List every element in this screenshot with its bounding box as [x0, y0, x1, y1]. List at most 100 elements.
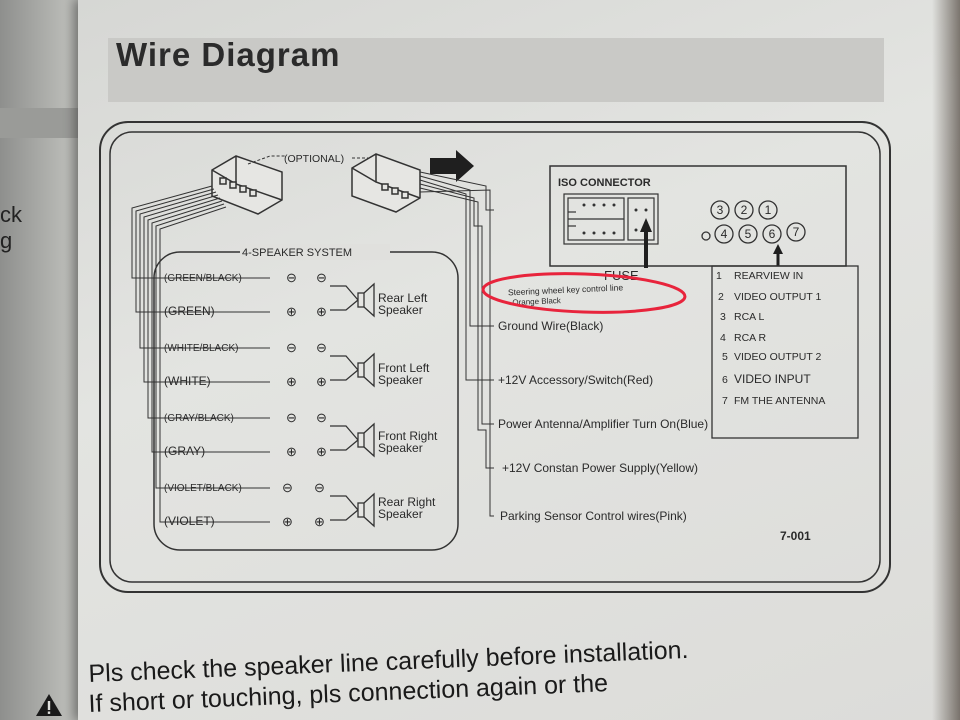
positive-terminal-icon: ⊕ — [316, 444, 327, 459]
positive-terminal-icon: ⊕ — [286, 304, 297, 319]
page-shadow — [932, 0, 960, 720]
wire-label-ground: Ground Wire(Black) — [498, 319, 603, 333]
negative-terminal-icon: ⊖ — [282, 480, 293, 495]
wire-label-gray-black: (GRAY/BLACK) — [164, 413, 234, 424]
direction-arrow-icon — [430, 150, 474, 182]
wire-label-power-antenna: Power Antenna/Amplifier Turn On(Blue) — [498, 417, 708, 431]
speaker-names: Rear Left Speaker Front Left Speaker Fro… — [378, 291, 438, 521]
pin-legend-label: FM THE ANTENNA — [734, 395, 825, 407]
pin-legend-num: 5 — [722, 351, 728, 363]
rca-number: 4 — [721, 227, 728, 241]
pin-legend-label: REARVIEW IN — [734, 270, 803, 282]
speaker-symbols — [330, 282, 375, 528]
negative-terminal-icon: ⊖ — [286, 340, 297, 355]
positive-terminal-icon: ⊕ — [282, 514, 293, 529]
title-bar — [108, 38, 884, 102]
rca-jack-numbers: 3 2 1 4 5 6 7 — [717, 203, 800, 241]
left-page-fragment: ck — [0, 202, 22, 227]
rca-jack-2 — [734, 200, 754, 220]
wire-label-white: (WHITE) — [164, 374, 211, 388]
highlight-circle — [481, 272, 687, 314]
negative-terminal-icon: ⊖ — [314, 480, 325, 495]
iso-connector-label: ISO CONNECTOR — [558, 177, 651, 189]
pin-legend-num: 7 — [722, 395, 728, 407]
negative-terminal-icon: ⊖ — [286, 270, 297, 285]
speaker-name-line1: Front Right — [378, 429, 438, 443]
rca-small-jack — [701, 231, 711, 241]
iso-plug — [563, 193, 659, 245]
left-page-fragment: g — [0, 228, 13, 253]
wire-label-violet: (VIOLET) — [164, 514, 215, 528]
speaker-name-line2: Speaker — [378, 303, 423, 317]
speaker-name-line1: Rear Left — [378, 291, 428, 305]
pin-legend: 1 REARVIEW IN 2 VIDEO OUTPUT 1 3 RCA L 4… — [716, 270, 825, 407]
wire-label-accessory: +12V Accessory/Switch(Red) — [498, 373, 653, 387]
optional-label: (OPTIONAL) — [284, 153, 344, 165]
rca-jack-5 — [738, 224, 758, 244]
speaker-name-line2: Speaker — [378, 507, 423, 521]
rca-number: 7 — [793, 225, 800, 239]
wire-label-constant-power: +12V Constan Power Supply(Yellow) — [502, 461, 698, 475]
speaker-name-line1: Front Left — [378, 361, 430, 375]
pin-legend-num: 4 — [720, 332, 726, 344]
left-wire-labels: (GREEN/BLACK) (GREEN) (WHITE/BLACK) (WHI… — [164, 273, 242, 528]
model-code: 7-001 — [780, 529, 811, 543]
rca-number: 5 — [745, 227, 752, 241]
head-unit-plug-right — [351, 153, 421, 213]
pin-legend-label: VIDEO OUTPUT 1 — [734, 291, 821, 303]
speaker-name-line2: Speaker — [378, 373, 423, 387]
pin-legend-num: 6 — [722, 374, 728, 386]
rca-number: 3 — [717, 203, 724, 217]
rca-jack-6 — [762, 224, 782, 244]
page-title: Wire Diagram — [116, 36, 341, 73]
rca-jack-1 — [758, 200, 778, 220]
steering-note-line2: Orange Black — [512, 296, 562, 307]
right-wire-labels: Ground Wire(Black) +12V Accessory/Switch… — [498, 319, 708, 523]
rca-jack-4 — [714, 224, 734, 244]
speaker-system-label-bg — [240, 244, 390, 260]
positive-terminal-icon: ⊕ — [314, 514, 325, 529]
rca-jacks — [701, 200, 806, 244]
pin-legend-label: VIDEO INPUT — [734, 372, 811, 386]
negative-terminal-icon: ⊖ — [286, 410, 297, 425]
speaker-icon — [330, 352, 375, 388]
wire-label-green: (GREEN) — [164, 304, 215, 318]
positive-terminal-icon: ⊕ — [316, 304, 327, 319]
wire-label-violet-black: (VIOLET/BLACK) — [164, 483, 242, 494]
warning-icon — [36, 694, 62, 716]
iso-connector-box — [549, 165, 847, 267]
pin-legend-label: RCA L — [734, 311, 765, 323]
rca-number: 2 — [741, 203, 748, 217]
pin-legend-num: 3 — [720, 311, 726, 323]
left-wire-bundle — [131, 185, 270, 523]
left-page: ck g — [0, 0, 92, 720]
speaker-name-line1: Rear Right — [378, 495, 436, 509]
steering-note: Steering wheel key control line Orange B… — [508, 282, 624, 307]
wire-label-white-black: (WHITE/BLACK) — [164, 343, 238, 354]
right-wire-bundle — [419, 171, 494, 517]
negative-terminal-icon: ⊖ — [316, 410, 327, 425]
speaker-icon — [330, 492, 375, 528]
speaker-icon — [330, 282, 375, 318]
rca-jack-3 — [710, 200, 730, 220]
pin-legend-label: RCA R — [734, 332, 767, 344]
rca-number: 1 — [765, 203, 772, 217]
pin-legend-num: 2 — [718, 291, 724, 303]
rca-arrow-icon — [773, 244, 783, 254]
rca-number: 6 — [769, 227, 776, 241]
steering-note-line1: Steering wheel key control line — [508, 282, 624, 297]
speaker-icon — [330, 422, 375, 458]
pin-legend-box — [711, 265, 859, 439]
head-unit-plug-left — [211, 155, 283, 215]
speaker-system-label: 4-SPEAKER SYSTEM — [242, 247, 352, 259]
optional-link-line — [247, 155, 286, 165]
fuse-arrow-icon — [640, 218, 652, 232]
negative-terminal-icon: ⊖ — [316, 340, 327, 355]
wire-label-parking-sensor: Parking Sensor Control wires(Pink) — [500, 509, 687, 523]
rca-jack-7 — [786, 222, 806, 242]
wire-label-gray: (GRAY) — [164, 444, 205, 458]
positive-terminal-icon: ⊕ — [286, 374, 297, 389]
negative-terminal-icon: ⊖ — [316, 270, 327, 285]
manual-page — [78, 0, 960, 720]
